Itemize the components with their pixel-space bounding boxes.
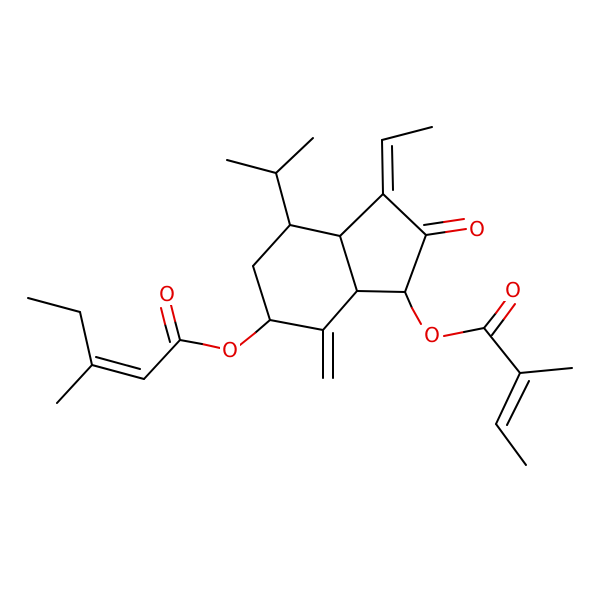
bond xyxy=(322,290,358,331)
double-bond xyxy=(495,372,521,425)
double-bond xyxy=(425,231,447,236)
ketone-group xyxy=(423,218,467,236)
isopropyl-group xyxy=(226,137,314,226)
double-bond xyxy=(503,303,516,320)
bond xyxy=(404,291,413,309)
bond xyxy=(239,332,256,346)
label-bg xyxy=(422,324,442,346)
bond xyxy=(356,290,406,293)
bond xyxy=(27,297,81,313)
bond xyxy=(339,235,358,292)
bond xyxy=(404,234,427,293)
double-bond xyxy=(91,364,145,380)
double-bond xyxy=(423,221,445,226)
bond xyxy=(56,364,93,404)
bond xyxy=(381,126,433,141)
double-bond xyxy=(443,218,465,223)
bond xyxy=(382,193,427,236)
right-ester-oxygen-label: O xyxy=(424,323,440,347)
bond xyxy=(463,327,485,333)
ethylidene-group xyxy=(381,126,433,195)
right-carbonyl-oxygen-label: O xyxy=(505,278,521,302)
bond xyxy=(289,224,341,237)
bond xyxy=(483,327,521,374)
bond xyxy=(252,265,271,321)
bond xyxy=(201,343,221,349)
left-ester-group xyxy=(27,297,271,404)
double-bond xyxy=(174,320,181,341)
right-ester-group xyxy=(404,291,573,466)
left-ester-oxygen-label: O xyxy=(222,338,238,362)
bond xyxy=(495,423,527,466)
bond xyxy=(443,331,465,337)
bond xyxy=(519,367,573,374)
double-bond xyxy=(164,323,171,343)
methylene-group xyxy=(322,329,334,379)
cyclohexane-ring xyxy=(252,224,358,331)
label-bg xyxy=(157,283,177,305)
bond xyxy=(143,339,181,380)
atom-labels: O O O O O xyxy=(157,217,523,362)
bond xyxy=(179,339,203,345)
double-bond xyxy=(506,380,530,426)
double-bond xyxy=(483,312,497,329)
label-bg xyxy=(503,279,523,301)
left-carbonyl-oxygen-label: O xyxy=(159,282,175,306)
double-bond xyxy=(160,307,166,325)
bond xyxy=(269,319,324,331)
bond xyxy=(339,193,384,237)
double-bond xyxy=(381,139,384,195)
double-bond xyxy=(95,356,141,370)
bond xyxy=(411,307,422,325)
cyclopentanone-ring xyxy=(339,193,427,293)
bond xyxy=(275,172,291,226)
label-bg xyxy=(220,339,240,361)
ketone-oxygen-label: O xyxy=(469,217,485,241)
bond xyxy=(79,311,93,366)
bond xyxy=(275,137,314,174)
bond xyxy=(254,319,271,334)
label-bg xyxy=(467,218,487,240)
double-bond xyxy=(170,304,176,322)
double-bond xyxy=(491,318,505,336)
double-bond xyxy=(391,145,394,191)
bond xyxy=(226,159,277,174)
bond xyxy=(252,224,291,267)
double-bond xyxy=(445,228,467,233)
